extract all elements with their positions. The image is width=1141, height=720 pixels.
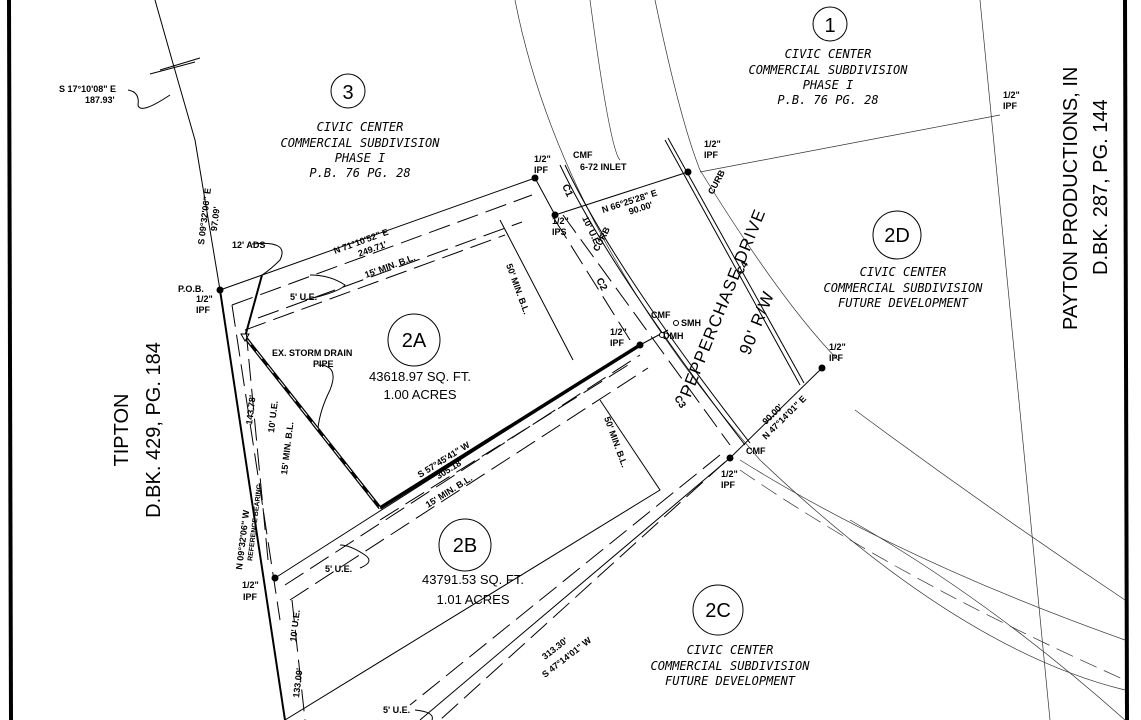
- bl50-label-2a: 50' MIN. B.L.: [504, 262, 532, 315]
- ue5-label-2: 5' U.E.: [325, 564, 352, 574]
- parcel-2c-line2: COMMERCIAL SUBDIVISION: [651, 659, 811, 673]
- road-bottom-line: [729, 367, 823, 459]
- pob-pin: [216, 286, 224, 294]
- pob-pin-size: 1/2": [196, 294, 213, 304]
- parcel-2c-line3: FUTURE DEVELOPMENT: [665, 674, 796, 688]
- parcel-3-line3: PHASE I: [335, 151, 386, 165]
- adjoiner-payton-deed: D.BK. 287, PG. 144: [1090, 99, 1112, 275]
- ue10-label-2b: 10' U.E.: [288, 609, 302, 642]
- lot-line-1-top: [699, 114, 1001, 173]
- adjoiner-tipton-deed: D.BK. 429, PG. 184: [143, 342, 165, 518]
- inlet-label: 6-72 INLET: [580, 162, 627, 172]
- parcel-3-line1: CIVIC CENTER: [317, 120, 404, 134]
- parcel-2a-area-sqft: 43618.97 SQ. FT.: [369, 369, 471, 384]
- pob-label: P.O.B.: [178, 284, 204, 294]
- ipf-3-type: IPF: [1003, 101, 1018, 111]
- parcel-3-line4: P.B. 76 PG. 28: [309, 166, 410, 180]
- ue5-label-3: 5' U.E.: [383, 705, 410, 715]
- west-boundary-north: [154, 0, 221, 291]
- cmf-2-label: CMF: [651, 310, 671, 320]
- parcel-1-line2: COMMERCIAL SUBDIVISION: [749, 63, 909, 77]
- ads-pipe: [244, 274, 263, 338]
- parcel-2d-line3: FUTURE DEVELOPMENT: [838, 296, 969, 310]
- distance-west-2a: 143.78': [244, 395, 258, 426]
- right-frame-line: [1123, 0, 1129, 720]
- curve-c2-label: C2: [593, 276, 609, 293]
- parcel-2c-line1: CIVIC CENTER: [687, 643, 774, 657]
- north-boundary: [219, 177, 536, 291]
- parcel-3-line2: COMMERCIAL SUBDIVISION: [281, 136, 441, 150]
- lot-line-1-right: [979, 0, 1051, 720]
- pob-pin-type: IPF: [196, 305, 211, 315]
- ips-size: 1/2": [552, 216, 569, 226]
- road-right-of-way: [514, 0, 1126, 720]
- road-top-line: [554, 171, 689, 216]
- ipf-3-size: 1/2": [1003, 90, 1020, 100]
- parcel-2d-line1: CIVIC CENTER: [860, 265, 947, 279]
- distance-nw-line: 187.93': [85, 95, 115, 105]
- bearing-nw-line: S 17°10'08" E: [59, 84, 116, 94]
- parcel-3-id: 3: [342, 82, 353, 104]
- bl15-label-north: 15' MIN. B.L.: [363, 252, 416, 280]
- monuments: [216, 168, 826, 582]
- parcel-2d-line2: COMMERCIAL SUBDIVISION: [824, 281, 984, 295]
- ips-type: IPS: [552, 227, 567, 237]
- ipf-1-type: IPF: [534, 165, 549, 175]
- ue10-label-2a: 10' U.E.: [266, 400, 280, 433]
- ipf-5-size: 1/2": [829, 342, 846, 352]
- parcel-2d-id: 2D: [884, 225, 910, 247]
- ipf-7-type: IPF: [243, 592, 258, 602]
- ipf-5-type: IPF: [829, 353, 844, 363]
- ads-label: 12' ADS: [232, 240, 265, 250]
- parcel-2b-id: 2B: [453, 535, 477, 557]
- ipf-7-size: 1/2": [242, 580, 259, 590]
- ipf-2-size: 1/2": [704, 139, 721, 149]
- parcel-1-line1: CIVIC CENTER: [785, 47, 872, 61]
- ipf-4-type: IPF: [610, 338, 625, 348]
- dmh-label: DMH: [663, 331, 684, 341]
- storm-drain-label-1: EX. STORM DRAIN: [272, 348, 352, 358]
- parcel-1-line4: P.B. 76 PG. 28: [777, 93, 878, 107]
- distance-west-upper: 97.09': [209, 206, 222, 232]
- parcel-2b-area-sqft: 43791.53 SQ. FT.: [422, 572, 524, 587]
- cmf-1-label: CMF: [573, 150, 593, 160]
- curb-label-2: CURB: [706, 168, 727, 196]
- storm-drain-label-2: PIPE: [313, 359, 334, 369]
- ipf-4-size: 1/2": [610, 327, 627, 337]
- easement-lines: [231, 194, 1126, 720]
- south-boundary: [419, 457, 731, 720]
- ipf-6-type: IPF: [721, 480, 736, 490]
- lot-line-2a-2b: [379, 343, 641, 510]
- left-frame-line: [7, 0, 13, 720]
- adjoiner-payton-name: PAYTON PRODUCTIONS, IN: [1060, 67, 1082, 330]
- west-boundary: [219, 289, 286, 720]
- parcel-1-line3: PHASE I: [803, 78, 854, 92]
- ipf-6-size: 1/2": [721, 469, 738, 479]
- road-row: 90' R/W: [736, 288, 779, 357]
- bl15-label-west: 15' MIN. B.L.: [279, 421, 295, 475]
- parcel-2b-area-acres: 1.01 ACRES: [437, 592, 510, 607]
- ipf-2-type: IPF: [704, 150, 719, 160]
- ipf-1-size: 1/2": [534, 154, 551, 164]
- curve-c1-label: C1: [559, 183, 575, 200]
- parcel-2a-area-acres: 1.00 ACRES: [384, 387, 457, 402]
- parcel-1-id: 1: [824, 15, 835, 37]
- cmf-3-label: CMF: [746, 446, 766, 456]
- parcel-2a-id: 2A: [402, 330, 427, 352]
- ue5-label-1: 5' U.E.: [290, 292, 317, 302]
- parcel-2c-id: 2C: [705, 600, 731, 622]
- inlet-line: [534, 177, 556, 216]
- adjoiner-tipton-name: TIPTON: [111, 394, 133, 467]
- smh-label: SMH: [681, 318, 701, 328]
- distance-west-2b: 133.09': [291, 668, 305, 699]
